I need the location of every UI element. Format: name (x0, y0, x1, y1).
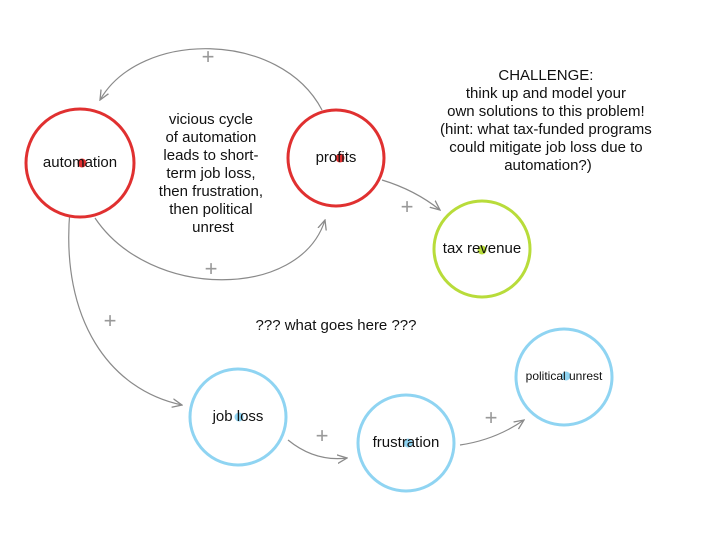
plus-sign: + (205, 256, 218, 281)
node-profits[interactable]: profits (286, 108, 386, 208)
node-job-loss[interactable]: job loss (188, 367, 288, 467)
edge-profits-to-tax-revenue (381, 179, 440, 210)
node-label: profits (316, 149, 357, 166)
plus-sign: + (316, 423, 329, 448)
edge-job-loss-to-frustration (287, 439, 347, 459)
vicious-cycle-note: vicious cycle of automation leads to sho… (159, 111, 267, 236)
challenge-note: CHALLENGE: think up and model your own s… (440, 67, 656, 174)
plus-sign: + (202, 44, 215, 69)
node-label: job loss (212, 408, 264, 425)
edge-profits-to-automation (100, 48, 323, 111)
node-automation[interactable]: automation (24, 107, 136, 219)
plus-sign: + (485, 405, 498, 430)
node-political-unrest[interactable]: political unrest (514, 327, 614, 427)
node-tax-revenue[interactable]: tax revenue (432, 199, 532, 299)
edge-automation-to-profits (94, 217, 325, 281)
edge-automation-to-job-loss (68, 209, 182, 405)
node-label: automation (43, 154, 117, 171)
question-note: ??? what goes here ??? (256, 317, 417, 334)
edge-frustration-to-political-unrest (459, 420, 524, 446)
plus-sign: + (104, 308, 117, 333)
node-label: political unrest (526, 369, 603, 383)
node-label: tax revenue (443, 240, 521, 257)
node-label: frustration (373, 434, 440, 451)
node-frustration[interactable]: frustration (356, 393, 456, 493)
plus-sign: + (401, 194, 414, 219)
